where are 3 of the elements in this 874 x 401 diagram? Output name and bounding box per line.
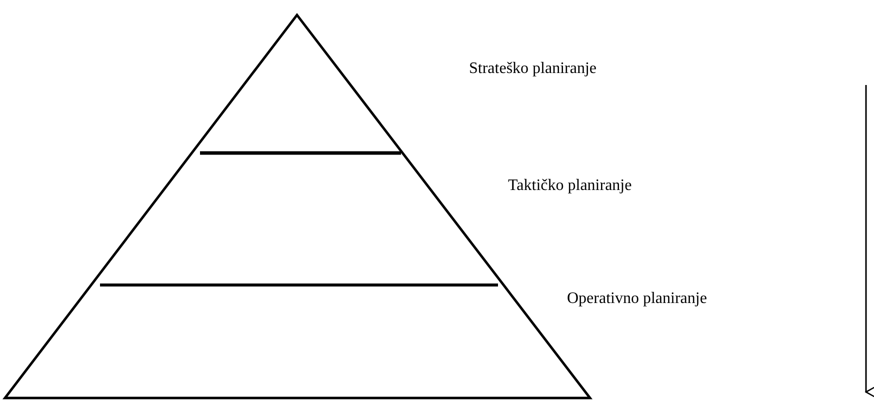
level-label: Strateško planiranje (469, 60, 597, 78)
level-label: Operativno planiranje (567, 290, 707, 308)
level-label: Taktičko planiranje (508, 177, 632, 195)
